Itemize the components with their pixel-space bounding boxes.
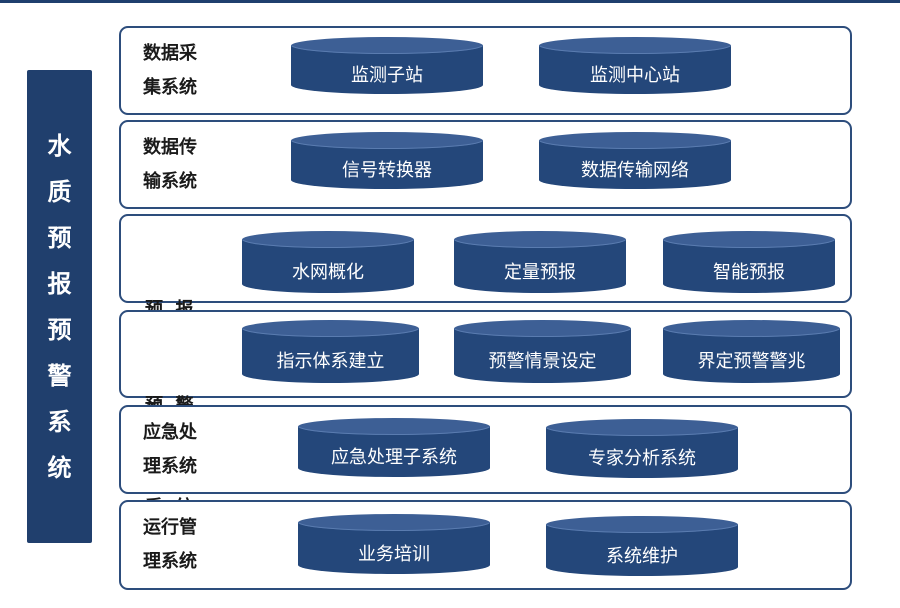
component-cylinder: 预警情景设定 [454,320,631,383]
layer-label: 应急处 理系统 [143,416,197,484]
layer-data-acquisition: 数据采 集系统 监测子站 监测中心站 [119,26,852,115]
layer-label: 数据采 集系统 [143,37,197,105]
component-cylinder: 监测子站 [291,37,483,94]
side-title-char: 报 [47,269,72,298]
layer-label-line: 输系统 [143,171,197,192]
top-divider-line [0,0,900,3]
component-label: 数据传输网络 [581,160,689,181]
component-cylinder: 应急处理子系统 [298,418,490,477]
layer-data-transmission: 数据传 输系统 信号转换器 数据传输网络 [119,120,852,209]
component-cylinder: 系统维护 [546,516,738,576]
layer-label: 运行管 理系统 [143,511,197,579]
component-cylinder: 专家分析系统 [546,419,738,478]
component-label: 界定预警警兆 [697,351,806,372]
component-label: 监测子站 [351,65,423,86]
component-label: 预警情景设定 [488,351,597,372]
layer-forecast: 预 报 系 统 水网概化 定量预报 智能预报 [119,214,852,422]
component-cylinder: 指示体系建立 [242,320,419,383]
layer-label: 数据传 输系统 [143,131,197,199]
component-cylinder: 智能预报 [663,231,835,293]
side-title-char: 预 [47,315,72,344]
layer-warning: 预 警 系 统 指示体系建立 预警情景设定 界定预警警兆 [119,310,852,518]
side-title-char: 水 [47,131,72,160]
layer-label-line: 运行管 [143,517,197,538]
component-label: 应急处理子系统 [331,447,457,468]
layer-label-line: 数据传 [143,137,197,158]
side-title-char: 预 [47,223,72,252]
side-title-char: 警 [47,361,72,390]
layer-label-line: 理系统 [143,551,197,572]
component-cylinder: 监测中心站 [539,37,731,94]
component-label: 水网概化 [292,261,364,283]
side-title-panel: 水 质 预 报 预 警 系 统 [27,70,92,543]
component-cylinder: 水网概化 [242,231,414,293]
component-label: 系统维护 [606,545,678,567]
component-cylinder: 信号转换器 [291,132,483,189]
layer-label-line: 应急处 [143,422,197,443]
layer-label-line: 理系统 [143,456,197,477]
side-title-char: 系 [47,407,72,436]
component-label: 专家分析系统 [588,448,696,469]
component-cylinder: 定量预报 [454,231,626,293]
component-label: 信号转换器 [342,160,432,181]
layer-operation-management: 运行管 理系统 业务培训 系统维护 [119,500,852,590]
component-cylinder: 界定预警警兆 [663,320,840,383]
component-label: 定量预报 [504,261,576,283]
component-cylinder: 数据传输网络 [539,132,731,189]
layer-label-line: 集系统 [143,77,197,98]
component-label: 指示体系建立 [276,351,385,372]
layer-label-line: 数据采 [143,43,197,64]
side-title-char: 统 [47,453,72,482]
component-label: 智能预报 [713,261,785,283]
side-title-char: 质 [47,177,72,206]
layer-emergency-handling: 应急处 理系统 应急处理子系统 专家分析系统 [119,405,852,494]
component-cylinder: 业务培训 [298,514,490,574]
component-label: 业务培训 [358,543,430,565]
component-label: 监测中心站 [590,65,680,86]
